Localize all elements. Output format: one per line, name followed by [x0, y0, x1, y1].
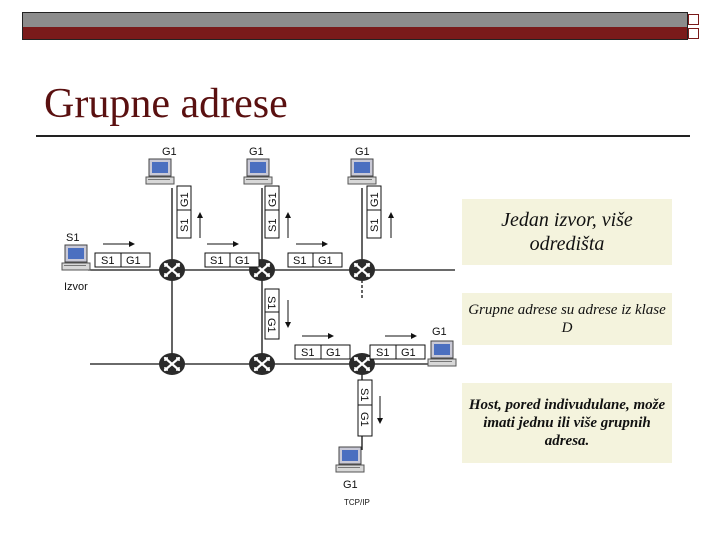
packet-horizontal: S1 G1: [204, 241, 260, 268]
corner-square: [688, 28, 699, 39]
group-host-label: G1: [249, 146, 264, 158]
svg-text:S1: S1: [358, 388, 370, 401]
svg-text:G1: G1: [358, 412, 370, 427]
callout-one-source: Jedan izvor, više odredišta: [462, 199, 672, 265]
router-icon: [157, 257, 187, 283]
svg-text:S1: S1: [267, 219, 279, 232]
svg-text:S1: S1: [301, 347, 314, 359]
group-host-computer-icon: [335, 446, 365, 473]
svg-text:S1: S1: [101, 255, 114, 267]
group-host-computer-icon: [347, 158, 377, 185]
router-icon: [247, 351, 277, 377]
svg-text:G1: G1: [235, 255, 250, 267]
group-host-computer-icon: [243, 158, 273, 185]
packet-horizontal: S1 G1: [287, 241, 343, 268]
svg-text:G1: G1: [318, 255, 333, 267]
svg-text:G1: G1: [401, 347, 416, 359]
packet-vertical: S1 G1: [176, 185, 203, 239]
header-bar: [22, 12, 688, 40]
packet-vertical: S1 G1: [264, 185, 291, 239]
svg-text:G1: G1: [265, 318, 277, 333]
packet-horizontal: S1 G1: [294, 333, 351, 360]
title-rule: [36, 135, 690, 137]
packet-horizontal: S1 G1: [94, 241, 151, 268]
group-host-label: G1: [343, 479, 358, 491]
corner-square: [688, 14, 699, 25]
group-host-label: G1: [355, 146, 370, 158]
router-icon: [347, 257, 377, 283]
slide-title: Grupne adrese: [44, 81, 288, 127]
group-host-label: G1: [432, 326, 447, 338]
group-host-computer-icon: [145, 158, 175, 185]
svg-text:G1: G1: [179, 192, 191, 207]
svg-text:S1: S1: [376, 347, 389, 359]
svg-text:S1: S1: [293, 255, 306, 267]
packet-vertical: S1 G1: [357, 379, 383, 437]
svg-text:G1: G1: [126, 255, 141, 267]
svg-text:S1: S1: [265, 296, 277, 309]
packet-horizontal: S1 G1: [369, 333, 426, 360]
header-bar-grey: [23, 13, 687, 27]
group-host-label: G1: [162, 146, 177, 158]
svg-text:S1: S1: [369, 219, 381, 232]
header-bar-red: [23, 27, 687, 39]
svg-text:G1: G1: [326, 347, 341, 359]
callout-host-note: Host, pored indivudulane, može imati jed…: [462, 383, 672, 463]
source-computer-icon: [61, 244, 91, 271]
packet-vertical: S1 G1: [366, 185, 394, 239]
group-host-computer-icon: [427, 340, 457, 367]
packet-vertical: S1 G1: [264, 288, 291, 340]
callout-class-d: Grupne adrese su adrese iz klase D: [462, 293, 672, 345]
svg-text:S1: S1: [210, 255, 223, 267]
svg-text:G1: G1: [267, 192, 279, 207]
router-icon: [157, 351, 187, 377]
source-caption: Izvor: [64, 281, 88, 293]
svg-text:S1: S1: [179, 219, 191, 232]
source-label: S1: [66, 232, 79, 244]
svg-text:G1: G1: [369, 192, 381, 207]
footer-caption: TCP/IP: [344, 498, 370, 507]
